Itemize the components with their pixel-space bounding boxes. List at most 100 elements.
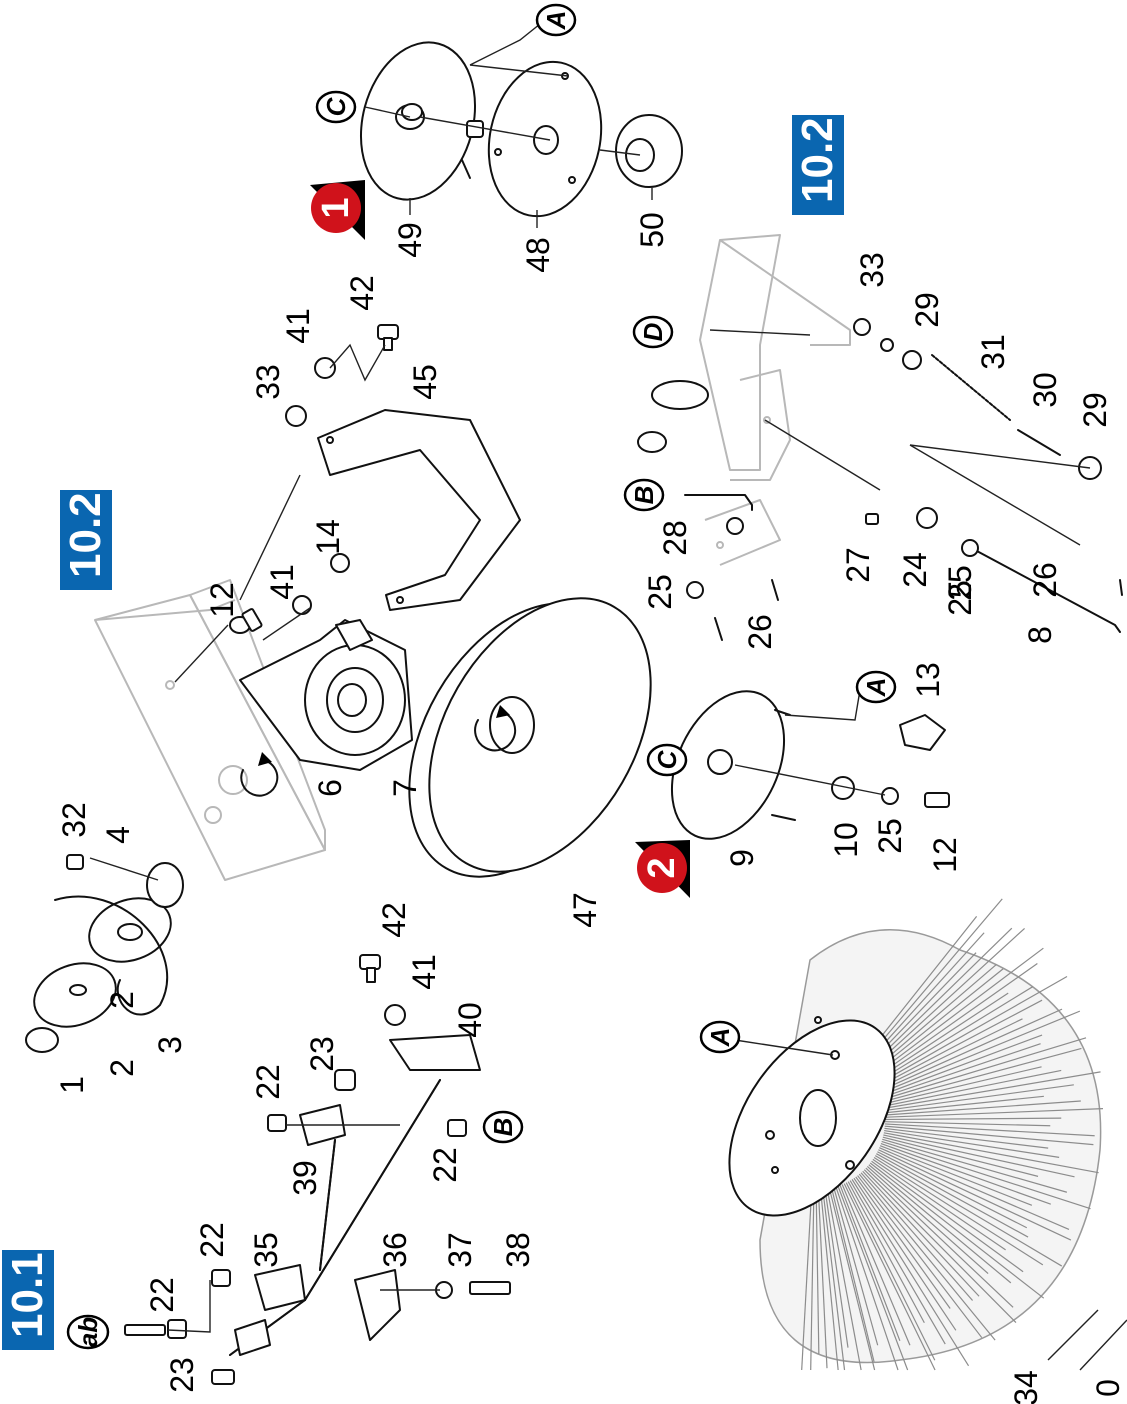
part-number-label: 48 xyxy=(520,237,556,273)
brush-bristle xyxy=(824,1189,849,1348)
brush-bristle xyxy=(866,927,1025,1074)
callout-b-left: B xyxy=(482,1110,524,1144)
brush-bristle xyxy=(837,1185,909,1371)
linkage-arm xyxy=(229,1034,481,1356)
part-number-label: 38 xyxy=(500,1232,536,1268)
brush-bristle xyxy=(845,1182,936,1361)
brush-bristle xyxy=(884,1108,1104,1118)
brush-bristle xyxy=(878,1149,1072,1241)
part-number-label: 22 xyxy=(250,1064,286,1100)
brush-bristle xyxy=(876,1153,1029,1238)
part-number-label: 4 xyxy=(100,826,136,844)
brush-bristle xyxy=(884,1100,1081,1116)
part-number-label: 12 xyxy=(927,837,963,873)
part-number-label: 25 xyxy=(642,574,678,610)
brush-bristle xyxy=(881,1037,1087,1101)
part-number-label: 33 xyxy=(854,252,890,288)
part-number-label: 0 xyxy=(1090,1379,1126,1397)
brush-bristle xyxy=(875,976,1068,1086)
brush-bristle xyxy=(883,1066,1042,1105)
brush-bristle xyxy=(883,1069,1062,1107)
brush-bristle xyxy=(873,1157,1044,1266)
part-number-label: 7 xyxy=(387,779,423,797)
brush-bristle xyxy=(858,1173,996,1341)
brush-bristle xyxy=(877,1018,1023,1090)
part-number-label: 22 xyxy=(194,1222,230,1258)
brush-bristle xyxy=(839,1185,901,1342)
part-number-label: 2 xyxy=(104,991,140,1009)
brush-bristle xyxy=(833,1187,879,1346)
brush-bristle xyxy=(865,1167,1014,1308)
brush-bristle xyxy=(879,1145,1033,1206)
part-number-label: 2 xyxy=(104,1059,140,1077)
part-number-label: 3 xyxy=(152,1036,188,1054)
part-number-label: 25 xyxy=(942,565,978,601)
step-1-label: 1 xyxy=(315,197,357,218)
disc-47 xyxy=(408,597,652,878)
part-number-label: 31 xyxy=(975,334,1011,370)
brush-bristle xyxy=(876,999,1043,1088)
brush-bristle xyxy=(879,1147,1070,1230)
brush-bristle xyxy=(831,1187,875,1362)
svg-text:A: A xyxy=(861,678,891,698)
brush-bristle xyxy=(882,1047,1082,1103)
part-number-label: 27 xyxy=(840,547,876,583)
callout-b-right: B xyxy=(623,478,665,512)
brush-bristle xyxy=(884,1095,1044,1114)
hardware-33-41-42 xyxy=(285,324,399,427)
brush-bristle xyxy=(882,1138,1068,1193)
callout-c-mid: C xyxy=(646,743,688,777)
brush-bristle xyxy=(884,1084,1074,1112)
mount-box-ghost xyxy=(94,579,326,881)
part-number-label: 40 xyxy=(452,1002,488,1038)
brush-bristle xyxy=(828,1188,876,1371)
section-10-1-label: 10.1 xyxy=(3,1252,52,1338)
callout-a-top: A xyxy=(535,3,577,37)
callout-c-top: C xyxy=(315,90,357,124)
svg-text:A: A xyxy=(541,11,571,31)
brush-bristle xyxy=(872,1158,1006,1251)
brush-bristle xyxy=(868,1164,1012,1284)
brush-bristle xyxy=(817,1189,828,1369)
part-number-label: 14 xyxy=(310,519,346,555)
brush-bristle xyxy=(874,986,1034,1084)
brush-bristle xyxy=(843,1183,936,1371)
brush-bristle xyxy=(883,1132,1099,1174)
brush-bristle xyxy=(862,1170,980,1297)
part-number-label: 24 xyxy=(897,552,933,588)
part-number-label: 25 xyxy=(942,580,978,616)
brush-bristle xyxy=(835,1186,899,1371)
part-number-label: 23 xyxy=(304,1036,340,1072)
brush-bristle xyxy=(871,1160,1024,1273)
brush-bristle xyxy=(820,1189,839,1371)
brush-bristle xyxy=(881,1043,1041,1099)
part-number-label: 49 xyxy=(392,222,428,258)
part-number-label: 42 xyxy=(344,275,380,311)
brush-bristle xyxy=(877,1151,1028,1229)
brush-bristle xyxy=(884,1121,1051,1127)
brush-bristle xyxy=(884,1129,1060,1158)
linkage-hardware xyxy=(124,954,511,1385)
part-number-label: 35 xyxy=(248,1232,284,1268)
callout-ab: ab xyxy=(66,1314,110,1350)
part-number-label: 26 xyxy=(1027,562,1063,598)
part-number-label: 42 xyxy=(376,902,412,938)
part-number-label: 1 xyxy=(54,1076,90,1094)
part-number-label: 12 xyxy=(204,582,240,618)
brush-bristle xyxy=(878,1008,1063,1092)
part-number-label: 22 xyxy=(144,1277,180,1313)
brush-bristle xyxy=(860,1172,974,1301)
brush-bristle xyxy=(879,1010,1081,1094)
brush-bristle xyxy=(882,1136,1039,1177)
section-10-2-right-label: 10.2 xyxy=(793,117,842,203)
brush-bristle xyxy=(880,1034,1043,1097)
part-number-label: 23 xyxy=(164,1357,200,1393)
step-marker-2: 2 xyxy=(635,840,690,898)
section-10-2-left: 10.2 xyxy=(60,490,112,590)
part-number-label: 28 xyxy=(657,520,693,556)
svg-text:D: D xyxy=(638,322,668,341)
svg-text:B: B xyxy=(488,1118,518,1137)
part-number-label: 45 xyxy=(407,364,443,400)
